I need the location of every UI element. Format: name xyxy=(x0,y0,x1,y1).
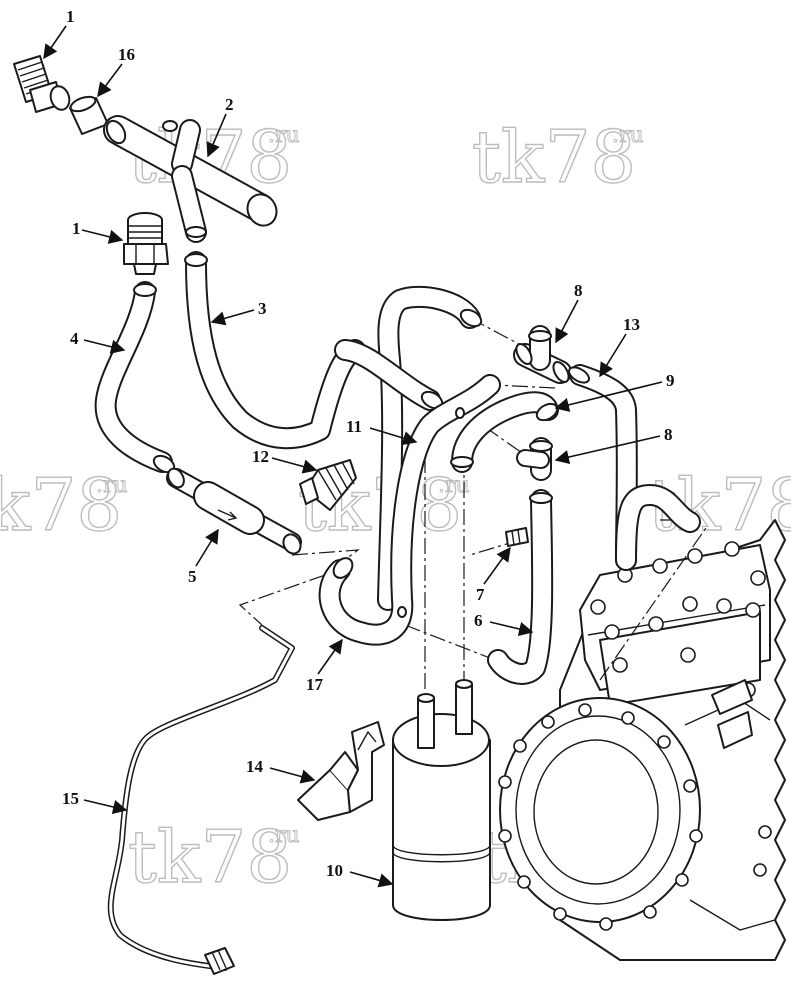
svg-text:.ru: .ru xyxy=(268,823,300,848)
svg-text:3: 3 xyxy=(258,299,267,318)
svg-text:2: 2 xyxy=(225,95,234,114)
svg-text:.ru: .ru xyxy=(96,473,128,498)
callout-12: 12 xyxy=(252,447,318,474)
fitting-1-middle xyxy=(123,212,169,275)
svg-text:8: 8 xyxy=(574,281,583,300)
svg-text:tk78: tk78 xyxy=(472,115,636,199)
hose-13 xyxy=(568,364,701,571)
svg-text:tk78: tk78 xyxy=(128,815,292,899)
svg-text:8: 8 xyxy=(664,425,673,444)
filter-5 xyxy=(166,467,302,555)
svg-text:13: 13 xyxy=(623,315,640,334)
svg-text:10: 10 xyxy=(326,861,343,880)
tee-2 xyxy=(103,115,278,243)
hose-6 xyxy=(487,489,554,685)
callout-10: 10 xyxy=(326,861,394,888)
callout-17: 17 xyxy=(306,638,343,694)
callout-13: 13 xyxy=(599,315,640,378)
callout-4: 4 xyxy=(70,329,126,354)
plate-bolts xyxy=(498,703,772,931)
callout-8-upper: 8 xyxy=(555,281,583,344)
callout-1-middle: 1 xyxy=(72,219,124,244)
svg-text:tk78: tk78 xyxy=(0,463,122,547)
callout-2: 2 xyxy=(206,95,234,158)
callout-7: 7 xyxy=(476,546,511,604)
svg-text:14: 14 xyxy=(246,757,264,776)
valve-7 xyxy=(505,527,529,547)
callout-3: 3 xyxy=(210,299,267,326)
bracket-14 xyxy=(297,721,385,821)
tee-8-upper xyxy=(513,325,572,384)
svg-text:16: 16 xyxy=(118,45,135,64)
svg-text:7: 7 xyxy=(476,585,485,604)
svg-text:12: 12 xyxy=(252,447,269,466)
tee-8-lower xyxy=(516,437,553,481)
hose-3 xyxy=(184,251,366,450)
callout-11: 11 xyxy=(346,417,418,446)
callout-1-top: 1 xyxy=(43,7,75,60)
watermark: tk78 .ru xyxy=(127,814,300,899)
callout-16: 16 xyxy=(97,45,135,98)
line-15 xyxy=(107,625,295,975)
svg-text:15: 15 xyxy=(62,789,79,808)
svg-text:9: 9 xyxy=(666,371,675,390)
svg-text:.ru: .ru xyxy=(268,123,300,148)
callout-6: 6 xyxy=(474,611,534,637)
callout-14: 14 xyxy=(246,757,316,784)
fitting-12 xyxy=(299,459,357,511)
svg-text:1: 1 xyxy=(66,7,75,26)
svg-text:11: 11 xyxy=(346,417,362,436)
hose-17 xyxy=(318,374,501,646)
svg-text:4: 4 xyxy=(70,329,79,348)
svg-text:17: 17 xyxy=(306,675,324,694)
compressor xyxy=(498,519,786,961)
callout-5: 5 xyxy=(188,528,219,586)
svg-text:6: 6 xyxy=(474,611,483,630)
watermark: tk78 .ru xyxy=(471,114,644,199)
svg-text:.ru: .ru xyxy=(438,473,470,498)
callout-labels: 1 16 2 1 3 4 8 13 xyxy=(43,7,675,888)
hose-9 xyxy=(450,391,559,473)
svg-text:1: 1 xyxy=(72,219,81,238)
callout-15: 15 xyxy=(62,789,128,815)
sleeve-16 xyxy=(69,95,109,135)
svg-text:5: 5 xyxy=(188,567,197,586)
hose-11 xyxy=(334,285,483,611)
svg-text:.ru: .ru xyxy=(612,123,644,148)
callout-9: 9 xyxy=(554,371,675,412)
callout-8-lower: 8 xyxy=(554,425,673,465)
watermark: tk78 .ru xyxy=(0,462,128,547)
receiver-drier-10 xyxy=(392,679,491,921)
fitting-1-top xyxy=(13,55,71,113)
hose-4 xyxy=(94,281,176,474)
